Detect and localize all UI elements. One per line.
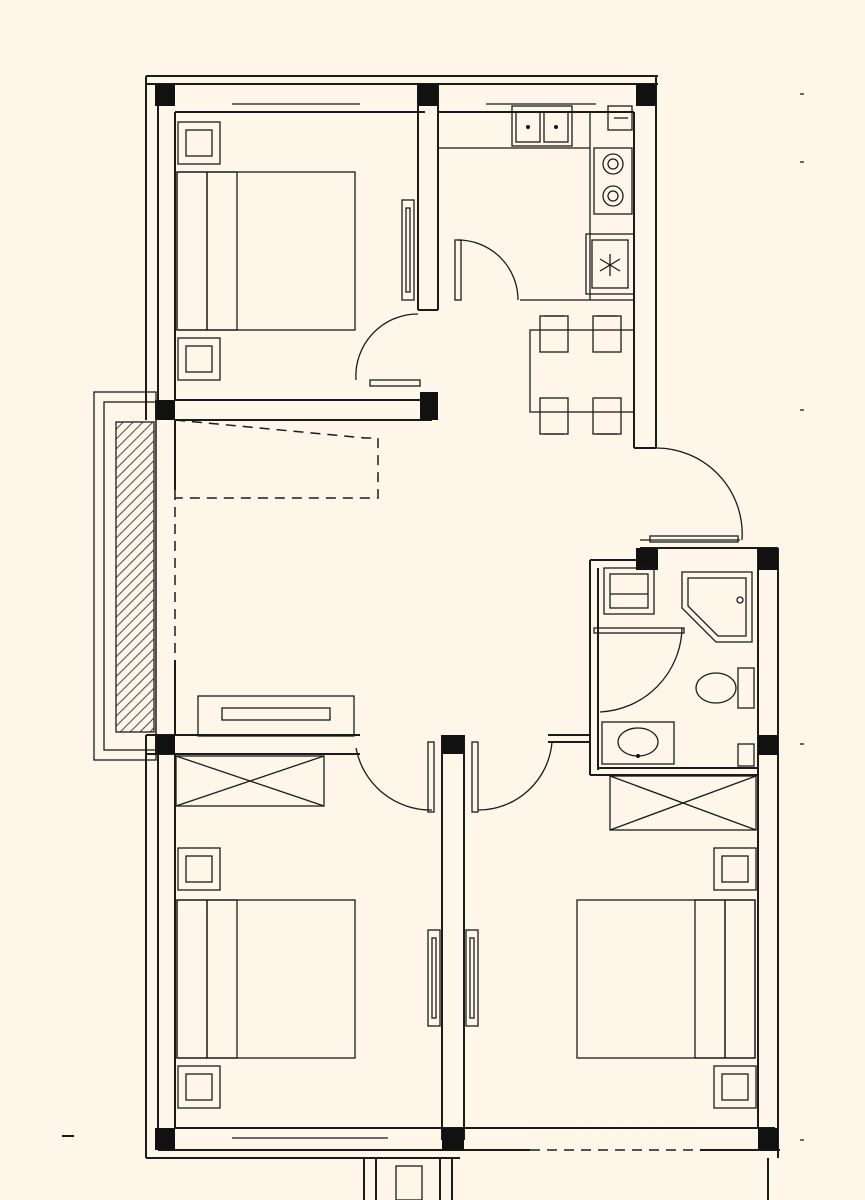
door-bedroom-southwest (355, 741, 435, 813)
washing-machine (603, 567, 655, 615)
west-balcony (93, 391, 157, 761)
wardrobe (175, 755, 325, 807)
dashed-overhead-outline (174, 419, 379, 499)
door-bedroom-north (355, 313, 421, 387)
structural-columns (155, 84, 778, 1150)
kitchen (511, 105, 635, 295)
nightstand (177, 1065, 221, 1109)
chair (539, 315, 569, 353)
dining-table (529, 329, 635, 413)
double-bed (576, 899, 756, 1059)
bathroom (601, 567, 755, 767)
doors (355, 239, 743, 813)
chair (539, 397, 569, 435)
tv-cabinet (197, 695, 355, 737)
toilet (695, 667, 755, 709)
floor-drain (737, 743, 755, 767)
double-sink (511, 105, 573, 147)
door-bedroom-southeast (471, 741, 553, 813)
entry-door (649, 447, 743, 543)
nightstand (177, 121, 221, 165)
door-bathroom (593, 627, 685, 713)
bedroom-north (176, 121, 415, 381)
double-bed (176, 171, 356, 331)
double-bed (176, 899, 356, 1059)
wardrobe (609, 775, 757, 831)
nightstand (713, 1065, 757, 1109)
nightstand (713, 847, 757, 891)
bedroom-southeast (465, 775, 757, 1109)
washbasin (601, 721, 675, 765)
kitchen-tap (607, 105, 633, 131)
wardrobe (401, 199, 415, 301)
exterior-walls (145, 75, 780, 1200)
door-kitchen (454, 239, 519, 301)
wall-cabinet (427, 929, 441, 1027)
fridge (585, 233, 635, 295)
wall-cabinet (465, 929, 479, 1027)
chair (592, 397, 622, 435)
nightstand (177, 847, 221, 891)
chair (592, 315, 622, 353)
bedroom-southwest (175, 755, 441, 1109)
margin-ticks (62, 93, 804, 1141)
two-burner-stove (593, 147, 633, 215)
nightstand (177, 337, 221, 381)
dining (529, 315, 635, 435)
corner-shower (681, 571, 753, 643)
